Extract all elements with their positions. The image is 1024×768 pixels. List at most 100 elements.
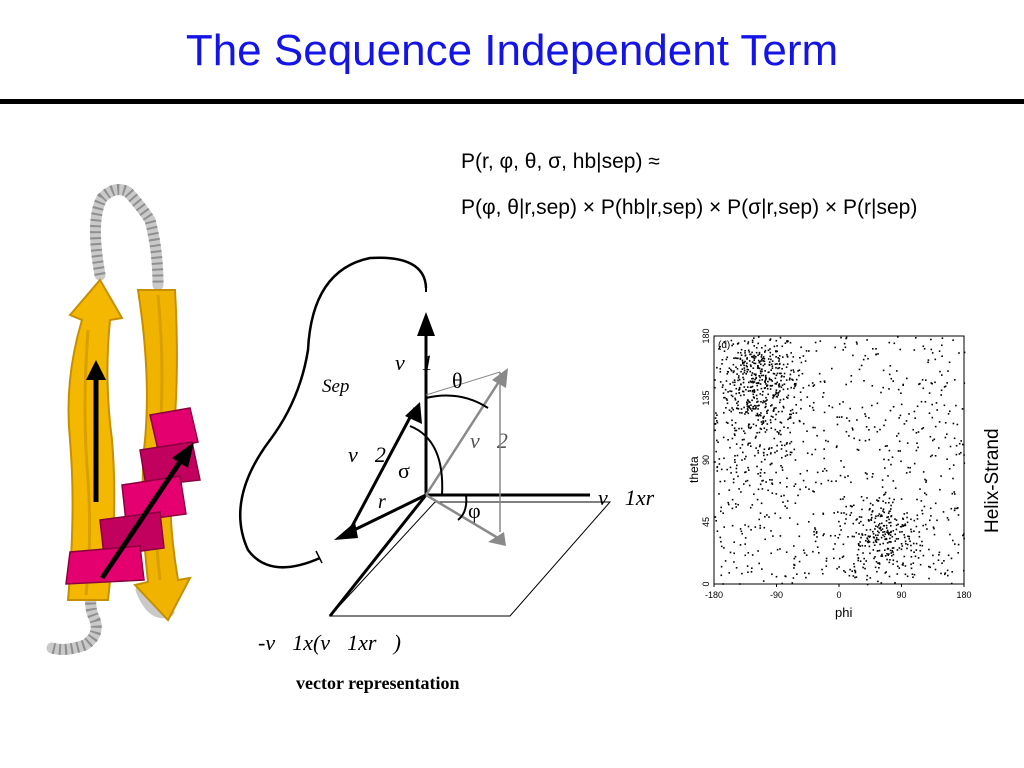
scatter-point [858, 516, 861, 518]
scatter-point [765, 429, 768, 431]
scatter-point [759, 427, 762, 430]
scatter-point [816, 546, 819, 548]
scatter-point [761, 480, 763, 482]
scatter-point [871, 385, 874, 387]
scatter-point [766, 514, 768, 516]
scatter-point [869, 507, 871, 510]
scatter-point [818, 372, 821, 375]
scatter-point [764, 379, 767, 382]
scatter-point [938, 554, 940, 556]
scatter-point [791, 360, 794, 363]
scatter-point [744, 432, 746, 435]
scatter-point [753, 337, 755, 339]
scatter-point [889, 534, 892, 536]
scatter-point [922, 427, 925, 429]
scatter-point [890, 377, 893, 380]
scatter-point [800, 361, 803, 364]
scatter-point [774, 428, 777, 431]
scatter-point [819, 340, 822, 342]
scatter-point [734, 422, 737, 424]
scatter-point [770, 427, 773, 429]
scatter-point [732, 371, 735, 374]
scatter-point [888, 541, 891, 543]
scatter-point [939, 488, 941, 491]
scatter-point [781, 384, 784, 386]
scatter-point [867, 535, 870, 537]
scatter-point [876, 499, 878, 501]
scatter-point [919, 382, 921, 385]
scatter-point [802, 355, 805, 357]
scatter-point [756, 401, 758, 403]
scatter-point [814, 528, 817, 531]
scatter-point [750, 353, 752, 356]
scatter-point [866, 537, 868, 539]
scatter-point [950, 507, 953, 510]
scatter-point [958, 453, 961, 455]
scatter-point [904, 573, 907, 576]
scatter-point [861, 544, 864, 547]
scatter-point [748, 360, 751, 362]
scatter-point [884, 419, 887, 421]
scatter-point [885, 571, 887, 573]
scatter-point [903, 555, 906, 558]
scatter-point [888, 522, 890, 524]
scatter-point [880, 555, 882, 557]
scatter-point [744, 413, 746, 415]
scatter-point [742, 378, 745, 381]
scatter-point [732, 481, 735, 484]
scatter-point [849, 514, 851, 516]
scatter-point [875, 534, 877, 537]
scatter-point [742, 376, 744, 379]
scatter-point [740, 364, 742, 366]
scatter-point [845, 518, 847, 520]
scatter-point [825, 560, 828, 562]
scatter-point [742, 390, 744, 393]
scatter-point [873, 557, 875, 560]
scatter-point [729, 466, 732, 469]
scatter-point [718, 493, 720, 495]
scatter-point [849, 568, 851, 571]
scatter-point [738, 392, 741, 394]
scatter-point [891, 550, 893, 552]
scatter-point [860, 496, 863, 498]
scatter-point [869, 535, 871, 538]
scatter-point [778, 358, 781, 360]
scatter-point [745, 365, 748, 367]
scatter-point [839, 474, 842, 477]
scatter-point [734, 503, 737, 505]
scatter-point [785, 551, 788, 553]
scatter-point [742, 451, 744, 454]
scatter-point [764, 351, 766, 353]
scatter-point [878, 527, 881, 530]
scatter-point [775, 395, 778, 398]
scatter-point [813, 384, 816, 386]
scatter-point [775, 350, 777, 352]
scatter-point [752, 356, 755, 359]
scatter-point [779, 390, 781, 392]
scatter-point [750, 365, 752, 368]
scatter-point [748, 469, 750, 471]
scatter-point [753, 373, 756, 375]
scatter-point [888, 553, 890, 555]
scatter-point [845, 337, 847, 340]
scatter-point [756, 397, 758, 400]
scatter-point [871, 476, 874, 478]
scatter-point [793, 564, 796, 567]
scatter-point [845, 430, 848, 433]
scatter-point [756, 465, 758, 468]
scatter-point [843, 570, 845, 572]
scatter-point [758, 379, 761, 382]
scatter-point [899, 348, 901, 351]
scatter-point [780, 372, 782, 375]
scatter-point [756, 412, 759, 415]
scatter-point [845, 336, 848, 339]
scatter-point [720, 574, 723, 577]
scatter-point [897, 523, 899, 526]
scatter-point [789, 341, 792, 344]
scatter-point [934, 568, 937, 571]
scatter-point [716, 414, 718, 416]
scatter-point [860, 516, 863, 518]
scatter-point [726, 356, 729, 359]
scatter-point [765, 403, 767, 405]
scatter-point [790, 440, 793, 443]
